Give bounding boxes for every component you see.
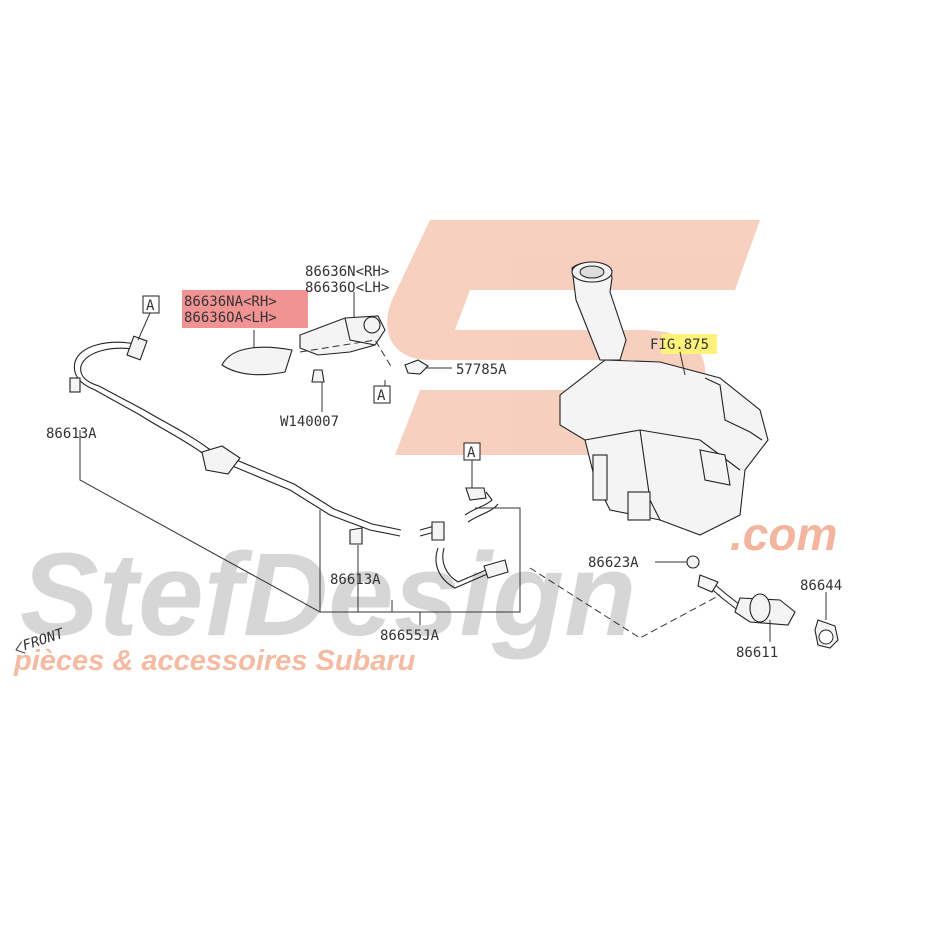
ref-box-a-middle: A	[373, 385, 391, 404]
watermark-com: .com	[730, 508, 837, 560]
highlight-fig875	[661, 334, 717, 354]
nozzle-assembly	[221, 315, 429, 383]
ref-letter: A	[146, 298, 155, 314]
label-57785a: 57785A	[456, 362, 507, 378]
label-fig875: FIG.875	[650, 337, 709, 353]
ref-letter: A	[377, 388, 386, 404]
washer-tank	[559, 261, 769, 536]
label-86636n: 86636N<RH>	[305, 264, 389, 280]
label-86636oa: 86636OA<LH>	[184, 310, 277, 326]
label-86655ja: 86655JA	[380, 628, 440, 644]
label-86613a-left: 86613A	[46, 426, 97, 442]
watermark-wordmark: StefDesign .com pièces & accessoires Sub…	[13, 508, 837, 677]
watermark-tagline: pièces & accessoires Subaru	[13, 645, 416, 677]
label-86636o: 86636O<LH>	[305, 280, 389, 296]
hose-lines	[69, 335, 745, 613]
ref-letter: A	[467, 445, 476, 461]
label-86636na: 86636NA<RH>	[184, 294, 277, 310]
label-86644: 86644	[800, 578, 842, 594]
washer-pump	[734, 593, 839, 649]
watermark-brand: StefDesign	[20, 529, 636, 661]
ref-box-a-right: A	[463, 442, 481, 461]
label-w140007: W140007	[280, 414, 339, 430]
label-86613a-mid: 86613A	[330, 572, 381, 588]
label-86611: 86611	[736, 645, 778, 661]
leader-lines	[79, 292, 827, 642]
label-86623a: 86623A	[588, 555, 639, 571]
ref-box-a-left: A	[142, 295, 160, 314]
highlight-86636na	[182, 290, 308, 328]
